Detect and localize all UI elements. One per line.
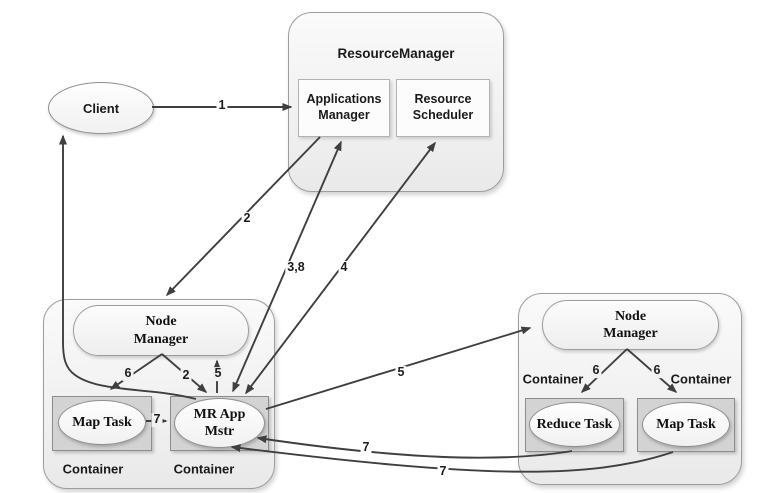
edge-label-7-left: 7 bbox=[151, 412, 163, 427]
mr-app-mstr-node: MR App Mstr bbox=[174, 398, 265, 448]
edge-label-6-left: 6 bbox=[122, 366, 134, 381]
edge-label-2-am-nm: 2 bbox=[241, 211, 253, 226]
edge-label-1: 1 bbox=[216, 98, 228, 113]
resource-scheduler-box: Resource Scheduler bbox=[396, 79, 490, 137]
applications-manager-box: Applications Manager bbox=[298, 79, 390, 137]
left-container-label-1: Container bbox=[62, 461, 124, 477]
reduce-task-node: Reduce Task bbox=[529, 402, 620, 447]
right-container-label-2: Container bbox=[670, 371, 732, 387]
edge-label-5-right: 5 bbox=[395, 365, 407, 380]
edge-label-5-left: 5 bbox=[212, 366, 224, 381]
left-map-task-node: Map Task bbox=[58, 400, 146, 445]
left-map-task-label: Map Task bbox=[72, 414, 132, 430]
client-node: Client bbox=[48, 82, 154, 134]
edge-label-4: 4 bbox=[338, 260, 350, 275]
right-container-label-1: Container bbox=[522, 371, 584, 387]
edge-label-2-nm-mr: 2 bbox=[180, 368, 192, 383]
right-node-manager: Node Manager bbox=[542, 300, 719, 350]
applications-manager-label: Applications Manager bbox=[306, 92, 382, 122]
resource-scheduler-label: Resource Scheduler bbox=[412, 92, 474, 122]
edge-label-7-map: 7 bbox=[437, 464, 449, 479]
right-map-task-node: Map Task bbox=[642, 402, 730, 447]
edge-label-7-reduce: 7 bbox=[360, 440, 372, 455]
edge-label-3-8: 3,8 bbox=[285, 260, 307, 275]
edge-label-6-right-b: 6 bbox=[651, 363, 663, 378]
reduce-task-label: Reduce Task bbox=[536, 416, 613, 432]
left-container-label-2: Container bbox=[173, 461, 235, 477]
client-label: Client bbox=[82, 100, 120, 116]
right-node-manager-label: Node Manager bbox=[603, 308, 658, 342]
right-map-task-label: Map Task bbox=[656, 416, 716, 432]
edge-label-6-right-a: 6 bbox=[590, 363, 602, 378]
left-node-manager-label: Node Manager bbox=[133, 314, 189, 347]
resource-manager-title: ResourceManager bbox=[337, 46, 455, 61]
left-node-manager: Node Manager bbox=[73, 305, 249, 356]
mr-app-mstr-label: MR App Mstr bbox=[193, 406, 246, 440]
